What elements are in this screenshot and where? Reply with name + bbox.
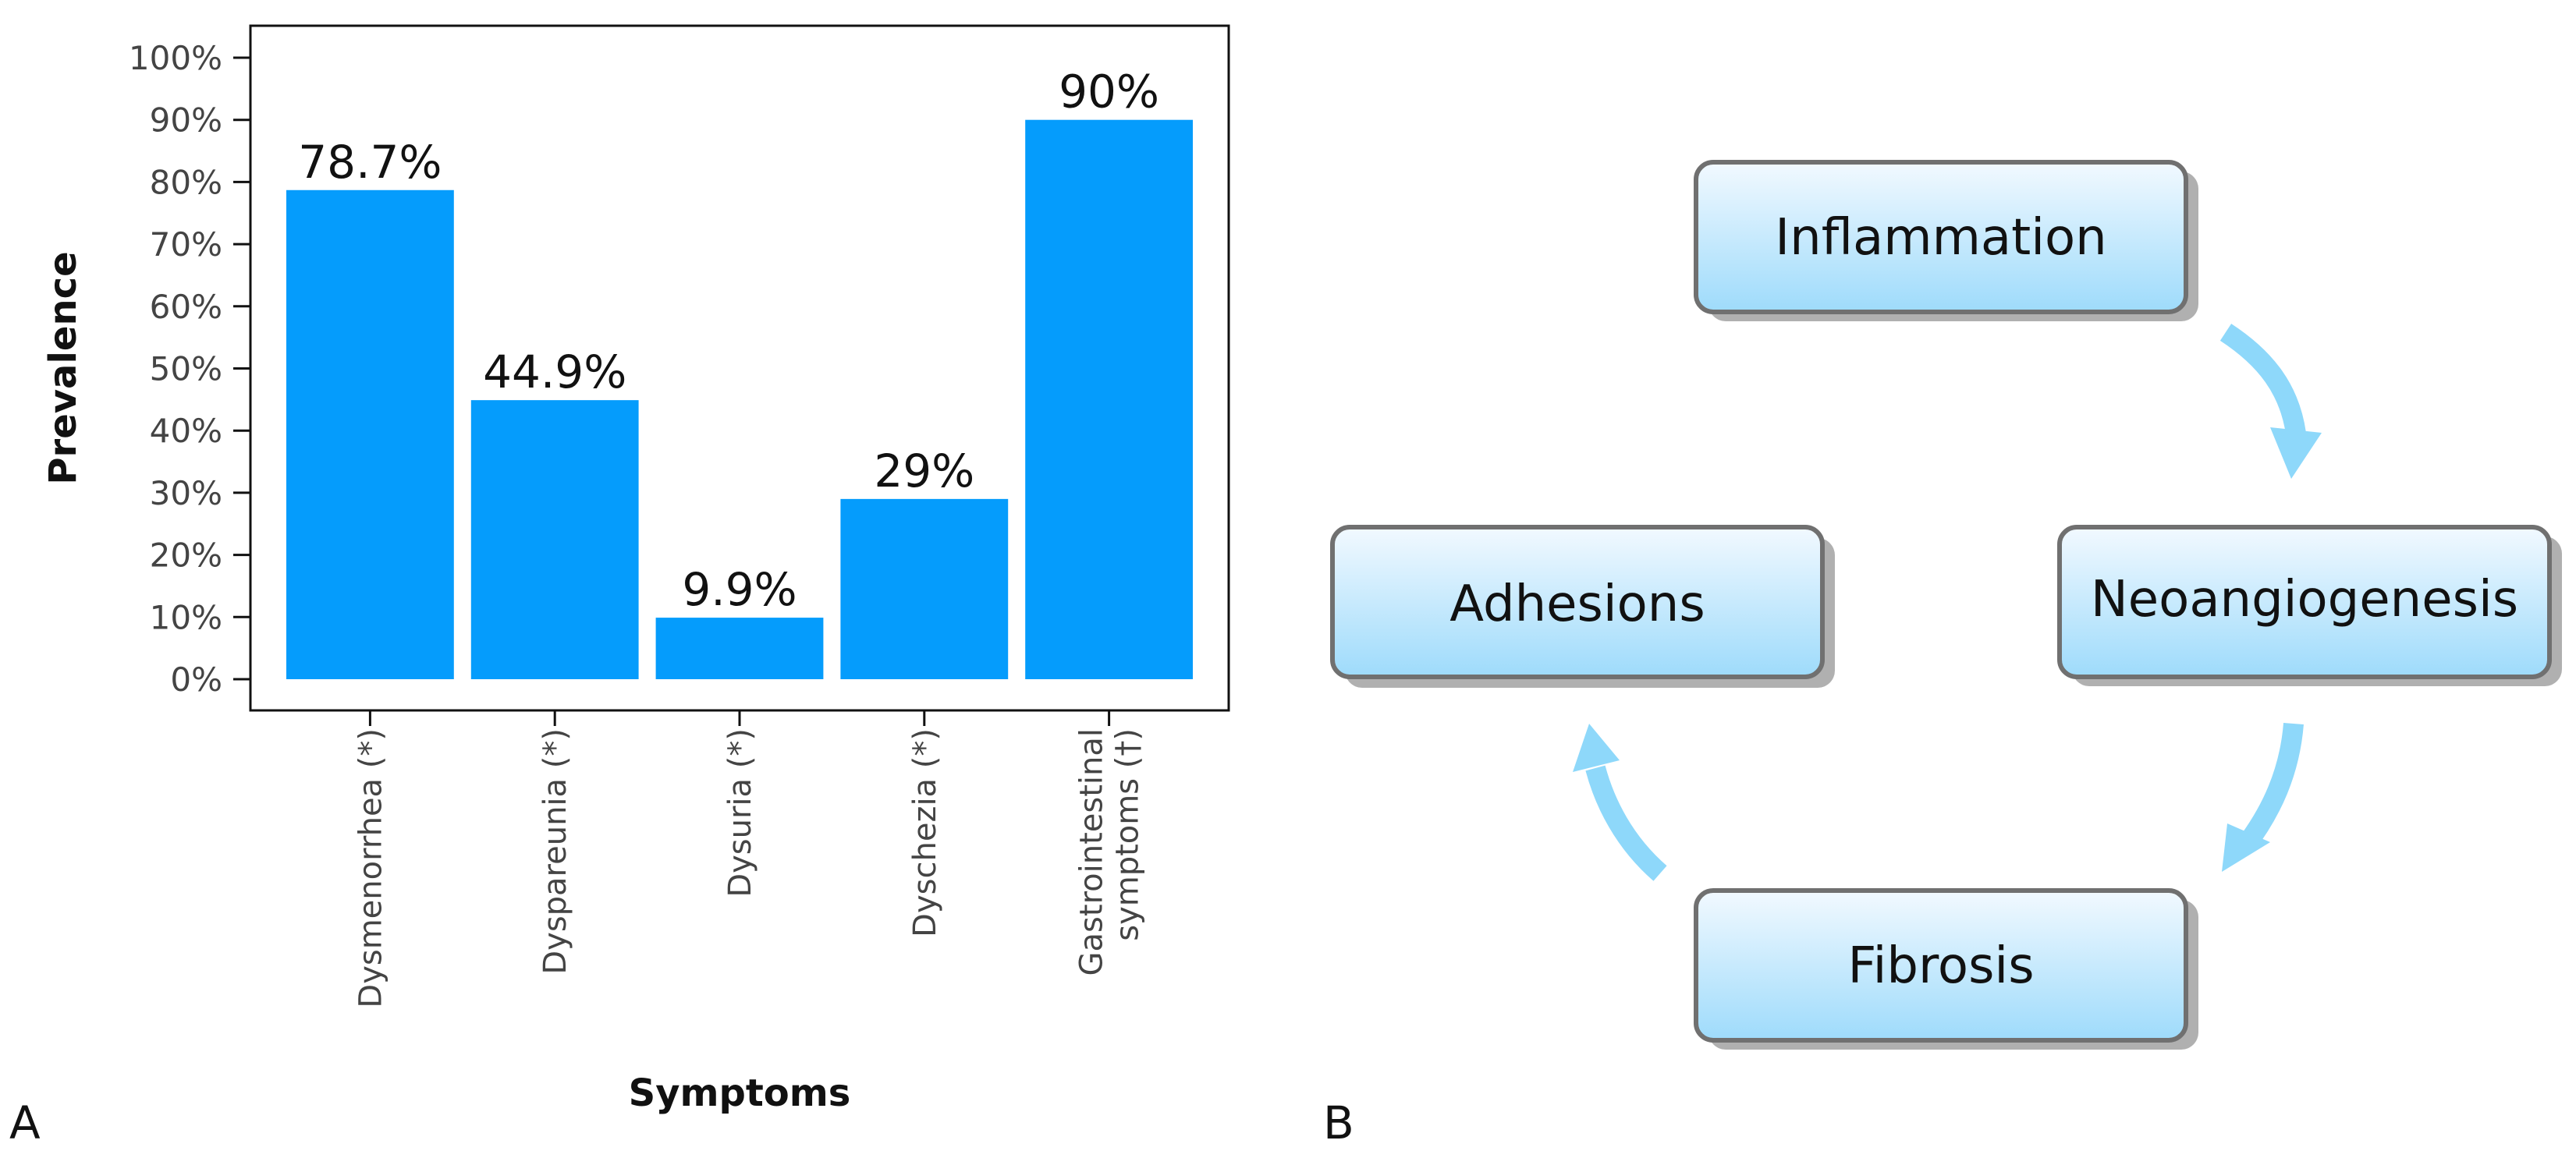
- data-label: 90%: [1059, 66, 1159, 119]
- x-category-label: Gastrointestinal: [1074, 728, 1110, 976]
- bar: [470, 400, 639, 679]
- bar: [286, 189, 454, 680]
- x-category-label: Dyspareunia (*): [538, 728, 573, 975]
- panel-label-a: A: [9, 1096, 41, 1149]
- y-tick-label: 20%: [150, 537, 222, 575]
- bar: [840, 498, 1009, 679]
- data-label: 78.7%: [298, 136, 442, 189]
- data-label: 44.9%: [483, 345, 626, 398]
- y-tick-label: 80%: [150, 163, 222, 201]
- node-fibrosis: Fibrosis: [1694, 888, 2198, 1050]
- y-tick-label: 100%: [129, 39, 222, 77]
- arrow-fibrosis-to-adhesions: [1585, 765, 1667, 881]
- arrowhead-1: [2270, 427, 2322, 479]
- node-adhesions: Adhesions: [1330, 525, 1835, 688]
- node-inflammation-label: Inflammation: [1775, 209, 2106, 267]
- y-tick-label: 70%: [150, 225, 222, 264]
- bars: [286, 119, 1193, 680]
- panel-label-b: B: [1323, 1096, 1354, 1149]
- arrowhead-3: [1573, 724, 1620, 772]
- node-neoangiogenesis-label: Neoangiogenesis: [2091, 571, 2518, 629]
- y-axis: 0% 10% 20% 30% 40% 50% 60% 70% 80% 90% 100%: [129, 39, 250, 699]
- bar: [655, 618, 824, 679]
- x-category-label: symptoms (†): [1110, 728, 1146, 941]
- y-tick-label: 30%: [150, 474, 222, 512]
- x-category-label: Dyschezia (*): [907, 728, 943, 937]
- y-tick-label: 40%: [150, 412, 222, 450]
- arrow-neoangiogenesis-to-fibrosis: [2237, 722, 2304, 852]
- data-labels: 78.7% 44.9% 9.9% 29% 90%: [298, 66, 1159, 616]
- arrow-inflammation-to-neoangiogenesis: [2219, 324, 2306, 436]
- y-axis-title: Prevalence: [41, 251, 85, 484]
- x-axis-title: Symptoms: [629, 1071, 851, 1115]
- panel-b-cycle-diagram: Inflammation Neoangiogenesis Fibrosis Ad…: [1323, 160, 2562, 1149]
- node-inflammation: Inflammation: [1694, 160, 2198, 321]
- node-adhesions-label: Adhesions: [1449, 575, 1705, 633]
- panel-a-bar-chart: 0% 10% 20% 30% 40% 50% 60% 70% 80% 90% 100% 78.7% 4…: [9, 24, 1230, 1149]
- data-label: 9.9%: [682, 563, 797, 616]
- node-fibrosis-label: Fibrosis: [1847, 937, 2034, 995]
- y-tick-label: 0%: [170, 660, 222, 699]
- data-label: 29%: [874, 444, 974, 498]
- node-neoangiogenesis: Neoangiogenesis: [2057, 525, 2562, 686]
- arrowhead-2: [2222, 823, 2270, 872]
- cycle-arrows: [1573, 324, 2322, 881]
- x-category-label: Dysuria (*): [722, 728, 758, 898]
- y-tick-label: 10%: [150, 598, 222, 636]
- x-category-label: Dysmenorrhea (*): [353, 728, 389, 1008]
- y-tick-label: 60%: [150, 288, 222, 326]
- bar: [1025, 119, 1193, 679]
- y-tick-label: 50%: [150, 350, 222, 388]
- x-axis: Dysmenorrhea (*) Dyspareunia (*) Dysuria (…: [353, 710, 1146, 1008]
- y-tick-label: 90%: [150, 101, 222, 140]
